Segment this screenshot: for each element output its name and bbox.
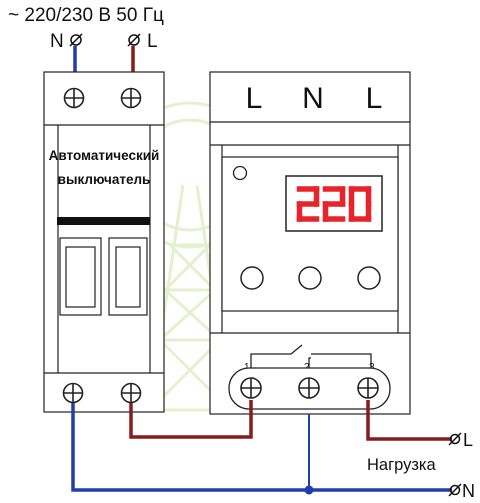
breaker-toggle-right[interactable] bbox=[108, 237, 148, 316]
neutral-input-terminal-icon bbox=[69, 33, 83, 47]
relay-terminal-3 bbox=[357, 377, 379, 399]
neutral-junction-dot bbox=[304, 485, 314, 495]
phase-wire-to-load bbox=[366, 400, 452, 441]
load-neutral-label: N bbox=[462, 481, 475, 501]
relay-label-l-left: L bbox=[246, 82, 263, 115]
relay-indicator-led bbox=[232, 165, 248, 181]
breaker-terminal-bottom-n bbox=[62, 382, 84, 404]
breaker-toggle-left[interactable] bbox=[59, 237, 102, 316]
supply-voltage-label: ~ 220/230 В 50 Гц bbox=[8, 5, 164, 26]
load-label: Нагрузка bbox=[367, 456, 436, 474]
phase-input-terminal-icon bbox=[127, 33, 141, 47]
relay-button-middle[interactable] bbox=[298, 266, 322, 290]
relay-label-l-right: L bbox=[366, 82, 383, 115]
load-phase-terminal-icon bbox=[448, 432, 462, 446]
relay-terminal-2 bbox=[298, 377, 320, 399]
phase-input-label: L bbox=[147, 31, 158, 52]
neutral-wire-bottom bbox=[71, 403, 452, 492]
breaker-terminal-bottom-l bbox=[120, 382, 142, 404]
load-phase-label: L bbox=[463, 430, 473, 450]
neutral-input-label: N bbox=[50, 31, 64, 52]
voltage-relay bbox=[209, 71, 411, 415]
relay-button-right[interactable] bbox=[357, 266, 381, 290]
relay-contact-schematic bbox=[250, 344, 372, 371]
phase-wire-breaker-to-relay bbox=[129, 400, 253, 439]
breaker-terminal-top-n bbox=[63, 87, 85, 109]
breaker-terminal-top-l bbox=[120, 87, 142, 109]
breaker-label-line2: выключатель bbox=[58, 172, 151, 187]
voltage-display-digits bbox=[296, 186, 372, 222]
load-neutral-terminal-icon bbox=[448, 483, 462, 497]
breaker-label-line1: Автоматический bbox=[49, 148, 160, 163]
relay-label-n: N bbox=[302, 82, 324, 115]
relay-button-left[interactable] bbox=[240, 266, 264, 290]
breaker-black-bar bbox=[57, 217, 150, 225]
relay-terminal-1 bbox=[240, 377, 262, 399]
